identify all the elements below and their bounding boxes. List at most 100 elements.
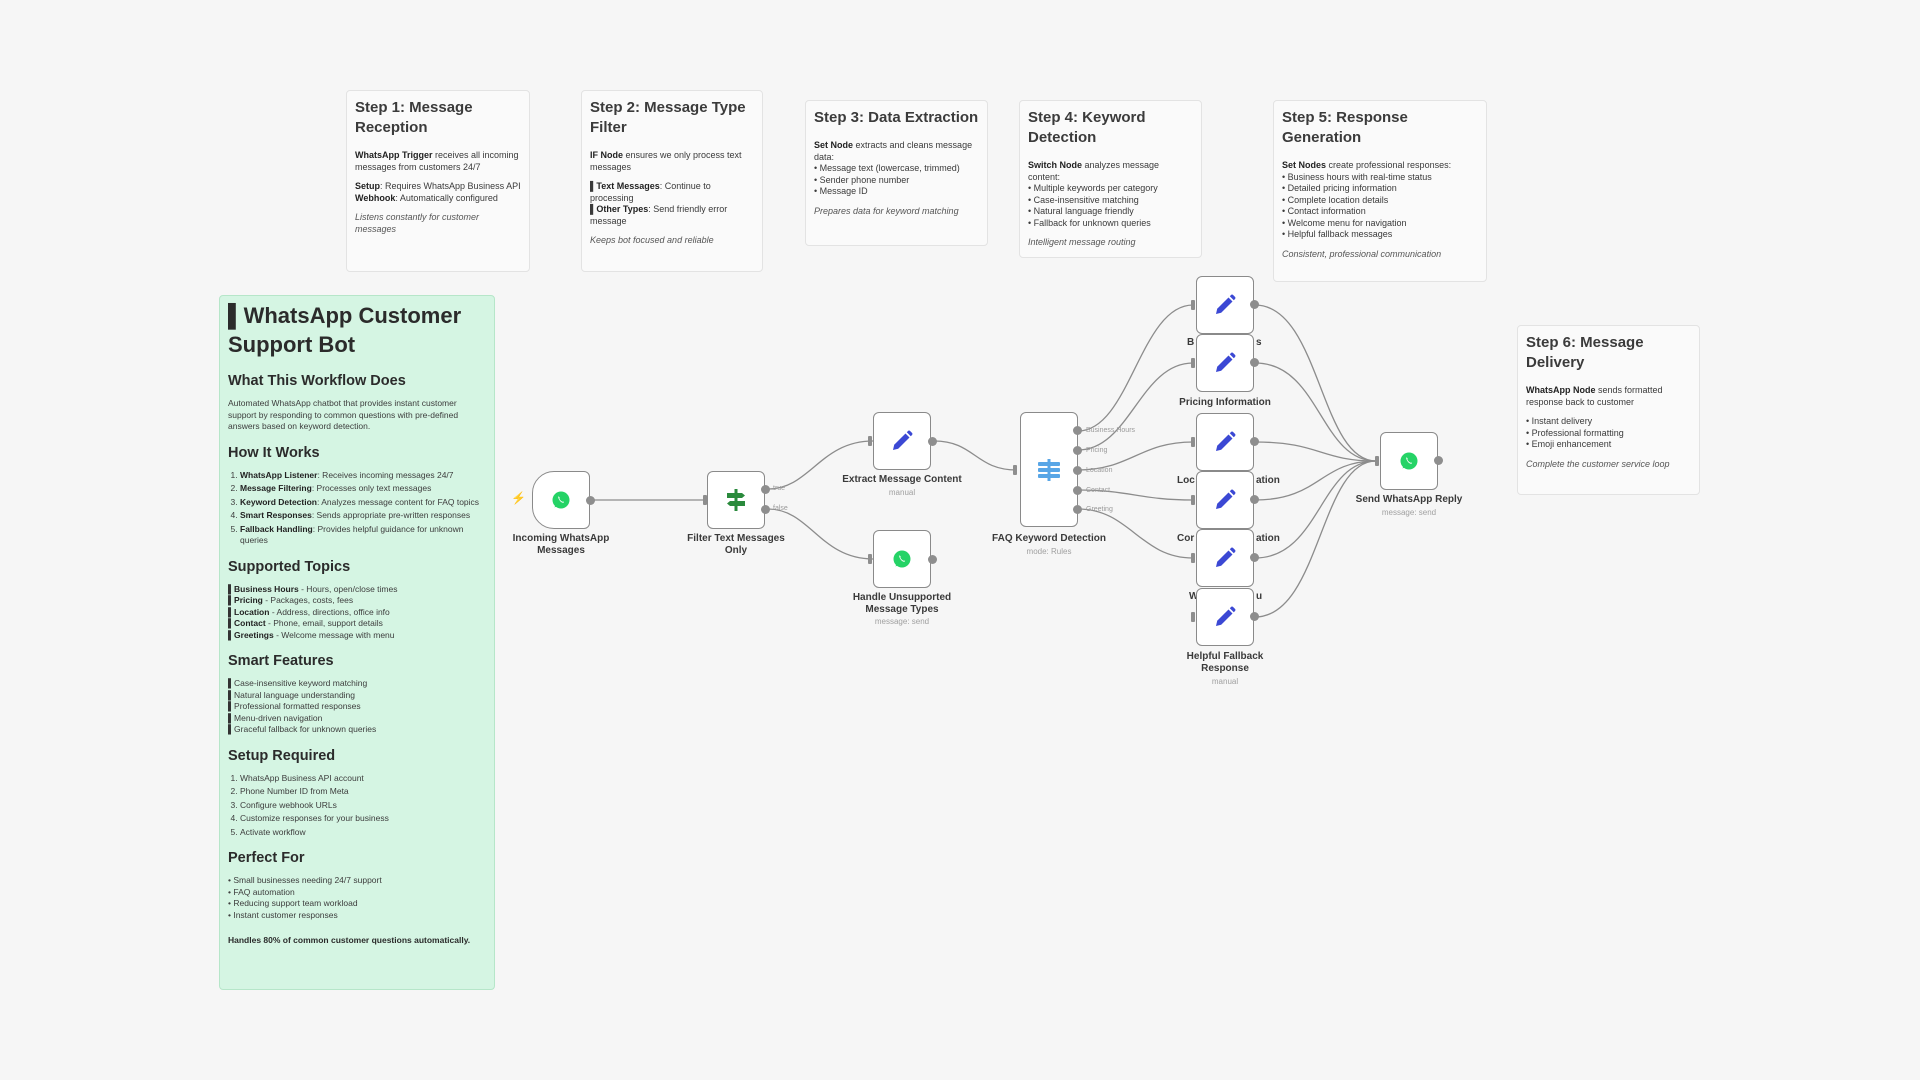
step-5-title: Step 5: Response Generation <box>1282 109 1408 146</box>
step-4-list: Multiple keywords per categoryCase-insen… <box>1028 183 1193 229</box>
output-handle[interactable] <box>1250 495 1259 504</box>
input-handle[interactable] <box>1375 456 1379 466</box>
node-label-pricing: Pricing Information <box>1179 397 1271 408</box>
signpost-icon <box>727 489 745 511</box>
output-handle[interactable] <box>1250 437 1259 446</box>
node-business-hours[interactable] <box>1196 276 1254 334</box>
pencil-icon <box>1216 431 1236 451</box>
sticky-step-6[interactable]: Step 6: Message Delivery WhatsApp Node s… <box>1517 325 1700 495</box>
step-6-desc: WhatsApp Node sends formatted response b… <box>1526 385 1663 407</box>
list-item: Small businesses needing 24/7 support <box>228 875 486 887</box>
list-item: Greetings - Welcome message with menu <box>228 630 486 642</box>
node-label-business-hours-start: B <box>1187 337 1195 348</box>
perfect-heading: Perfect For <box>228 850 305 866</box>
node-handle-unsupported[interactable] <box>873 530 931 588</box>
list-item: Location - Address, directions, office i… <box>228 607 486 619</box>
output-handle[interactable] <box>1250 553 1259 562</box>
node-filter-text[interactable] <box>707 471 765 529</box>
node-location-information[interactable] <box>1196 413 1254 471</box>
edge-faq-r5 <box>1077 508 1194 559</box>
output-handle-false[interactable] <box>761 505 770 514</box>
output-handle[interactable] <box>1434 456 1443 465</box>
node-sub-unsupported: message: send <box>874 617 930 626</box>
pencil-icon <box>1216 547 1236 567</box>
edge-r5-send <box>1254 460 1377 559</box>
step-2-note: Keeps bot focused and reliable <box>590 235 714 245</box>
node-faq-keyword-detection[interactable] <box>1020 412 1078 527</box>
node-label-contact-start: Cor <box>1177 533 1195 544</box>
output-handle-business-hours[interactable] <box>1073 426 1082 435</box>
node-helpful-fallback[interactable] <box>1196 588 1254 646</box>
list-item: Fallback Handling: Provides helpful guid… <box>240 524 486 547</box>
input-handle[interactable] <box>1013 465 1017 475</box>
step-3-title: Step 3: Data Extraction <box>814 109 979 126</box>
list-item: Natural language understanding <box>228 690 486 702</box>
switch-icon <box>1038 458 1060 481</box>
output-handle-pricing[interactable] <box>1073 446 1082 455</box>
input-handle[interactable] <box>868 554 872 564</box>
sticky-step-5[interactable]: Step 5: Response Generation Set Nodes cr… <box>1273 100 1487 282</box>
step-3-note: Prepares data for keyword matching <box>814 205 959 216</box>
list-item: WhatsApp Listener: Receives incoming mes… <box>240 470 486 482</box>
node-send-whatsapp-reply[interactable] <box>1380 432 1438 490</box>
step-4-title: Step 4: Keyword Detection <box>1028 109 1146 146</box>
output-handle-contact[interactable] <box>1073 486 1082 495</box>
node-extract-content[interactable] <box>873 412 931 470</box>
pencil-icon <box>893 430 913 450</box>
output-handle[interactable] <box>1250 612 1259 621</box>
node-contact-information[interactable] <box>1196 471 1254 529</box>
list-item: Activate workflow <box>240 827 486 839</box>
input-handle[interactable] <box>868 436 872 446</box>
list-item: Message Filtering: Processes only text m… <box>240 483 486 495</box>
overview-footer: Handles 80% of common customer questions… <box>228 935 471 945</box>
list-item: Graceful fallback for unknown queries <box>228 724 486 736</box>
edge-r2-send <box>1254 362 1377 462</box>
list-item: Case-insensitive keyword matching <box>228 678 486 690</box>
node-welcome-menu[interactable] <box>1196 529 1254 587</box>
pencil-icon <box>1216 352 1236 372</box>
input-handle[interactable] <box>703 495 707 505</box>
output-handle[interactable] <box>928 437 937 446</box>
trigger-bolt-icon: ⚡ <box>511 491 526 505</box>
node-label-welcome-start: W <box>1189 591 1199 602</box>
sticky-step-3[interactable]: Step 3: Data Extraction Set Node extract… <box>805 100 988 246</box>
step-4-note: Intelligent message routing <box>1028 237 1136 247</box>
step-3-list: Message text (lowercase, trimmed)Sender … <box>814 163 979 198</box>
list-item: Business Hours - Hours, open/close times <box>228 584 486 596</box>
node-label-send: Send WhatsApp Reply <box>1355 494 1463 505</box>
node-label-contact-end: ation <box>1256 533 1280 544</box>
node-pricing-information[interactable] <box>1196 334 1254 392</box>
port-label-false: false <box>773 505 788 512</box>
pencil-icon <box>1216 489 1236 509</box>
input-handle[interactable] <box>1191 495 1195 505</box>
overview-sticky-note[interactable]: ▌WhatsApp Customer Support Bot What This… <box>219 295 495 990</box>
sticky-step-4[interactable]: Step 4: Keyword Detection Switch Node an… <box>1019 100 1202 258</box>
output-handle[interactable] <box>928 555 937 564</box>
step-5-list: Business hours with real-time statusDeta… <box>1282 172 1478 241</box>
topics-list: Business Hours - Hours, open/close times… <box>228 584 486 642</box>
edge-r1-send <box>1254 304 1377 462</box>
node-incoming-whatsapp[interactable] <box>532 471 590 529</box>
list-item: Phone Number ID from Meta <box>240 786 486 798</box>
output-handle[interactable] <box>1250 358 1259 367</box>
input-handle[interactable] <box>1191 358 1195 368</box>
sticky-step-2[interactable]: Step 2: Message Type Filter IF Node ensu… <box>581 90 763 272</box>
input-handle[interactable] <box>1191 612 1195 622</box>
node-label-business-hours-end: s <box>1256 337 1262 348</box>
output-handle[interactable] <box>586 496 595 505</box>
input-handle[interactable] <box>1191 300 1195 310</box>
port-label-business-hours: Business Hours <box>1086 427 1136 434</box>
setup-heading: Setup Required <box>228 747 336 764</box>
input-handle[interactable] <box>1191 553 1195 563</box>
features-heading: Smart Features <box>228 653 334 669</box>
output-handle-greeting[interactable] <box>1073 505 1082 514</box>
output-handle[interactable] <box>1250 300 1259 309</box>
output-handle-location[interactable] <box>1073 466 1082 475</box>
output-handle-true[interactable] <box>761 485 770 494</box>
edge-filter-true-extract <box>767 440 874 490</box>
step-5-note: Consistent, professional communication <box>1282 248 1442 259</box>
input-handle[interactable] <box>1191 437 1195 447</box>
sticky-step-1[interactable]: Step 1: Message Reception WhatsApp Trigg… <box>346 90 530 272</box>
